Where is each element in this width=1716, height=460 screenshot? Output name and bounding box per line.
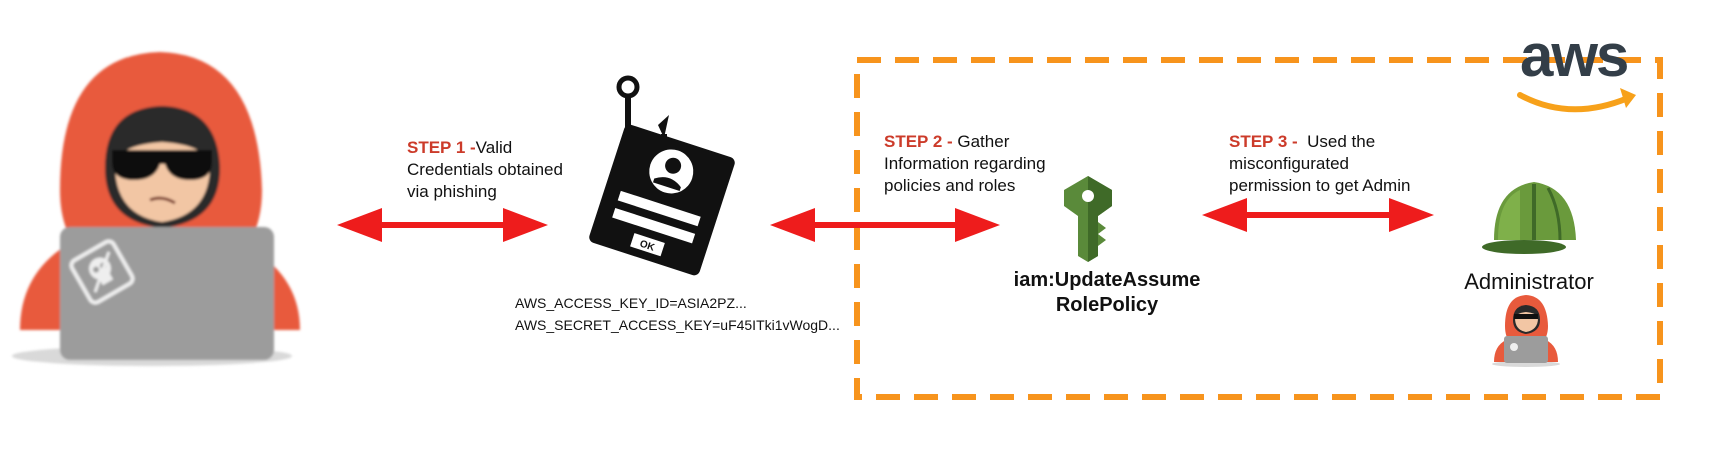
iam-key-icon (1064, 176, 1112, 262)
step-1-text: STEP 1 -Valid Credentials obtained via p… (407, 137, 607, 203)
step-1-line-3: via phishing (407, 182, 497, 201)
skull-icon (69, 239, 135, 305)
step-3-prefix: STEP 3 - (1229, 132, 1298, 151)
secret-key-text: AWS_SECRET_ACCESS_KEY=uF45ITki1vWogD... (515, 317, 840, 333)
svg-text:aws: aws (1520, 22, 1627, 89)
step-2-text: STEP 2 - Gather Information regarding po… (884, 131, 1084, 197)
administrator-label: Administrator (1464, 269, 1594, 294)
step-2-line-1: Gather (952, 132, 1010, 151)
step-2-prefix: STEP 2 - (884, 132, 953, 151)
access-key-text: AWS_ACCESS_KEY_ID=ASIA2PZ... (515, 295, 747, 311)
aws-account-boundary (854, 57, 1663, 400)
policy-label: iam:UpdateAssume RolePolicy (997, 268, 1217, 318)
arrow-step-1 (337, 208, 548, 242)
hacker-icon (12, 52, 300, 366)
step-1-prefix: STEP 1 - (407, 138, 476, 157)
aws-logo: aws (1517, 22, 1636, 113)
policy-line-1: iam:UpdateAssume (1013, 269, 1201, 291)
stolen-credentials: AWS_ACCESS_KEY_ID=ASIA2PZ... AWS_SECRET_… (515, 292, 840, 336)
hard-hat-icon (1482, 182, 1576, 254)
phishing-ok-button: OK (638, 239, 656, 254)
step-3-line-3: permission to get Admin (1229, 176, 1411, 195)
step-3-line-1: Used the (1297, 132, 1376, 151)
phishing-hook-icon: OK (589, 75, 735, 276)
step-1-line-2: Credentials obtained (407, 160, 563, 179)
arrow-step-3 (1202, 198, 1434, 232)
step-2-line-3: policies and roles (884, 176, 1016, 195)
arrow-step-2 (770, 208, 1000, 242)
small-hacker-icon (1492, 295, 1560, 367)
step-3-text: STEP 3 - Used the misconfigurated permis… (1229, 131, 1449, 197)
policy-line-2: RolePolicy (1055, 294, 1159, 316)
step-1-line-1: Valid (475, 138, 513, 157)
step-2-line-2: Information regarding (884, 154, 1046, 173)
step-3-line-2: misconfigurated (1229, 154, 1350, 173)
